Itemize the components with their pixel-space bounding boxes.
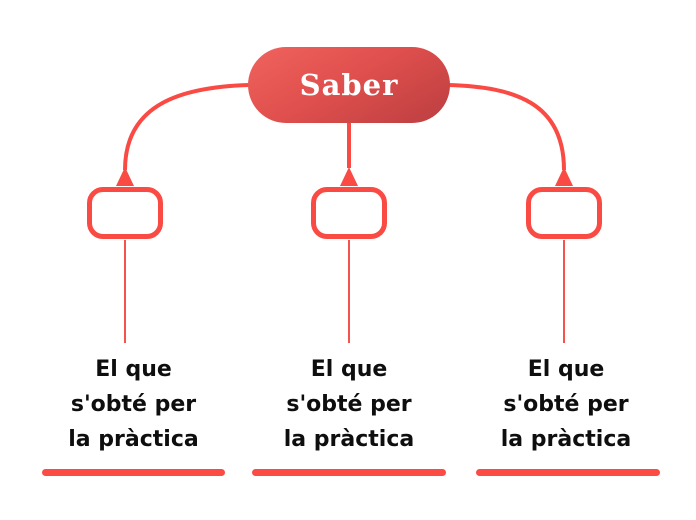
- branch-label-right[interactable]: El que s'obté per la pràctica: [472, 352, 660, 457]
- child-node-center[interactable]: [311, 187, 387, 239]
- branch-underline-left: [42, 469, 225, 476]
- arrowhead-icon: [555, 167, 573, 186]
- branch-underline-center: [252, 469, 446, 476]
- root-node-label: Saber: [299, 68, 399, 102]
- branch-label-line: la pràctica: [283, 427, 415, 452]
- branch-label-line: s'obté per: [503, 392, 629, 417]
- branch-label-line: s'obté per: [286, 392, 412, 417]
- root-node-saber[interactable]: Saber: [248, 47, 450, 123]
- arrowhead-icon: [116, 167, 134, 186]
- branch-label-line: El que: [310, 357, 388, 382]
- branch-label-left[interactable]: El que s'obté per la pràctica: [42, 352, 225, 457]
- branch-label-line: El que: [95, 357, 172, 382]
- branch-label-line: la pràctica: [500, 427, 632, 452]
- child-node-right[interactable]: [526, 187, 602, 239]
- connector-curve-right: [448, 83, 566, 171]
- branch-label-center[interactable]: El que s'obté per la pràctica: [252, 352, 446, 457]
- connector-curve-left: [123, 83, 250, 171]
- branch-label-line: El que: [527, 357, 605, 382]
- arrowhead-icon: [340, 167, 358, 186]
- branch-label-line: s'obté per: [70, 392, 197, 417]
- branch-underline-right: [476, 469, 660, 476]
- branch-label-line: la pràctica: [68, 427, 199, 452]
- child-node-left[interactable]: [87, 187, 163, 239]
